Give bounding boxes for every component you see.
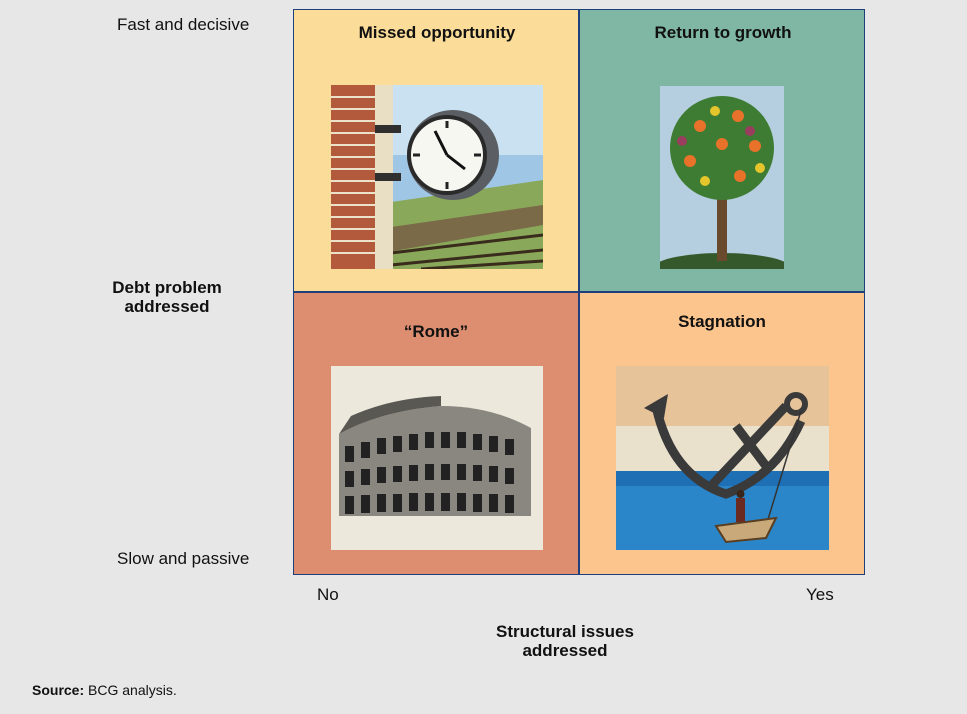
fruit-tree-illustration: [660, 86, 784, 269]
x-axis-left-label: No: [317, 585, 339, 604]
anchor-illustration: [616, 366, 829, 550]
quadrant-title: Missed opportunity: [358, 23, 516, 42]
x-axis-title: Structural issues addressed: [496, 622, 634, 660]
quadrant-title: “Rome”: [403, 322, 469, 341]
source-text: BCG analysis.: [84, 682, 177, 698]
y-axis-bottom-label: Slow and passive: [117, 549, 250, 568]
y-axis-top-label: Fast and decisive: [117, 15, 250, 34]
x-axis-right-label: Yes: [806, 585, 834, 604]
quadrant-return-to-growth: Return to growth: [579, 9, 865, 292]
quadrant-rome: “Rome”: [293, 292, 579, 575]
clock-illustration: [331, 85, 543, 269]
quadrant-missed-opportunity: Missed opportunity: [293, 9, 579, 292]
colosseum-illustration: [331, 366, 543, 550]
quadrant-title: Return to growth: [654, 23, 792, 42]
y-axis-title: Debt problem addressed: [112, 278, 222, 316]
source-note: Source: BCG analysis.: [32, 682, 177, 698]
source-prefix: Source:: [32, 682, 85, 698]
quadrant-stagnation: Stagnation: [579, 292, 865, 575]
quadrant-title: Stagnation: [678, 312, 766, 331]
